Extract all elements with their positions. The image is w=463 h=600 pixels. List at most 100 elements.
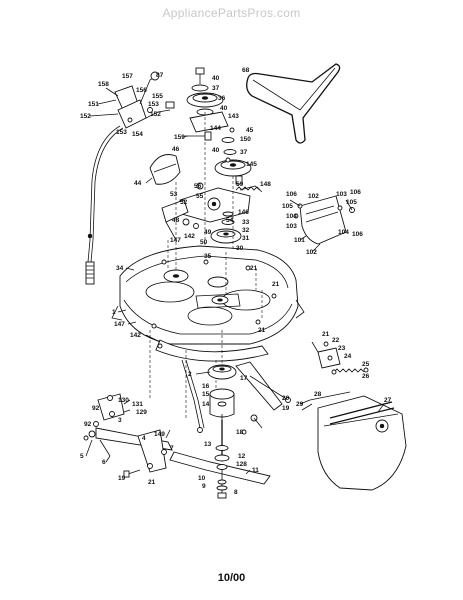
- callout-131: 131: [132, 401, 143, 408]
- callout-19-b: 19: [118, 475, 126, 482]
- callout-40-a: 40: [212, 75, 220, 82]
- lift-link-bracket[interactable]: [83, 393, 131, 441]
- callout-103-a: 103: [286, 223, 297, 230]
- callout-30: 30: [236, 245, 244, 252]
- callout-103-b: 103: [336, 191, 347, 198]
- callout-6: 6: [102, 459, 106, 466]
- callout-7: 7: [170, 445, 174, 452]
- callout-130: 130: [118, 397, 129, 404]
- idler-pulley-145[interactable]: [214, 137, 252, 177]
- mower-deck-housing[interactable]: [111, 245, 305, 345]
- callout-143: 143: [228, 113, 239, 120]
- callout-3: 3: [118, 417, 122, 424]
- callout-159: 159: [174, 134, 185, 141]
- callout-25: 25: [362, 361, 370, 368]
- callout-150: 150: [240, 136, 251, 143]
- callout-52: 52: [180, 199, 188, 206]
- lift-lever-assembly[interactable]: [114, 71, 175, 129]
- control-cable[interactable]: [85, 125, 124, 285]
- callout-56: 56: [194, 183, 202, 190]
- callout-157: 157: [122, 73, 133, 80]
- callout-19-a: 19: [282, 405, 290, 412]
- link-bolt[interactable]: [123, 469, 141, 478]
- callout-87: 87: [156, 72, 164, 79]
- mower-belt[interactable]: [246, 63, 341, 144]
- callout-147-a: 147: [170, 237, 181, 244]
- callout-106-b: 106: [350, 189, 361, 196]
- callout-54: 54: [226, 217, 234, 224]
- callout-59: 59: [236, 181, 244, 188]
- spindle-shaft[interactable]: [214, 420, 230, 462]
- callout-92-a: 92: [92, 405, 100, 412]
- idler-arm[interactable]: [161, 199, 199, 241]
- callout-40-c: 40: [212, 147, 220, 154]
- callout-152-b: 152: [150, 111, 161, 118]
- callout-146: 146: [238, 209, 249, 216]
- leader-lines: [85, 87, 385, 475]
- deck-baffle[interactable]: [155, 339, 269, 362]
- callout-154: 154: [132, 131, 143, 138]
- callout-53: 53: [170, 191, 178, 198]
- callout-148: 148: [260, 181, 271, 188]
- callout-145: 145: [246, 161, 257, 168]
- callout-151: 151: [88, 101, 99, 108]
- callout-12: 12: [238, 453, 246, 460]
- callout-29: 29: [296, 401, 304, 408]
- callout-55: 55: [196, 193, 204, 200]
- callout-10: 10: [198, 475, 206, 482]
- callout-101: 101: [294, 237, 305, 244]
- discharge-chute[interactable]: [317, 395, 407, 491]
- callout-142-b: 142: [130, 332, 141, 339]
- chute-spring[interactable]: [331, 367, 369, 375]
- idler-bracket[interactable]: [179, 175, 263, 223]
- callout-128: 128: [236, 461, 247, 468]
- callout-50: 50: [200, 239, 208, 246]
- watermark-text: AppliancePartsPros.com: [162, 6, 301, 20]
- callout-152-a: 152: [80, 113, 91, 120]
- callout-36: 36: [218, 95, 226, 102]
- callout-46: 46: [172, 146, 180, 153]
- callout-14: 14: [202, 401, 210, 408]
- callout-35: 35: [204, 253, 212, 260]
- callout-153: 153: [148, 101, 159, 108]
- callout-106-c: 106: [352, 231, 363, 238]
- revision-date: 10/00: [217, 572, 246, 584]
- callout-21-a: 21: [250, 265, 258, 272]
- idler-pulley-stack-upper[interactable]: [186, 67, 229, 133]
- mower-blade[interactable]: [169, 451, 271, 485]
- callout-155: 155: [152, 93, 163, 100]
- callout-105-a: 105: [282, 203, 293, 210]
- blade-bolt[interactable]: [216, 470, 228, 499]
- callout-27: 27: [384, 397, 392, 404]
- callout-21-d: 21: [322, 331, 330, 338]
- callout-40-b: 40: [220, 105, 228, 112]
- chute-hinge-bracket[interactable]: [311, 341, 341, 369]
- callout-104-b: 104: [338, 229, 349, 236]
- callout-16: 16: [202, 383, 210, 390]
- spindle-pulley[interactable]: [207, 364, 237, 380]
- callout-37-a: 37: [212, 85, 220, 92]
- callout-106-a: 106: [286, 191, 297, 198]
- rear-link[interactable]: [137, 429, 171, 473]
- callout-26: 26: [362, 373, 370, 380]
- gauge-wheel-arm[interactable]: [235, 361, 291, 429]
- callout-68: 68: [242, 67, 250, 74]
- belt-guard-right[interactable]: [289, 195, 355, 245]
- callout-5: 5: [80, 453, 84, 460]
- callout-20: 20: [282, 395, 290, 402]
- idler-arm-bolt[interactable]: [185, 131, 212, 141]
- idler-spring[interactable]: [235, 186, 261, 191]
- chute-deflector-rod[interactable]: [301, 391, 351, 411]
- fasteners: [151, 127, 277, 435]
- belt-guard[interactable]: [149, 154, 181, 185]
- callout-1: 1: [112, 309, 116, 316]
- callout-23: 23: [338, 345, 346, 352]
- callout-15: 15: [202, 391, 210, 398]
- callout-24: 24: [344, 353, 352, 360]
- front-link[interactable]: [181, 359, 205, 433]
- callout-33: 33: [242, 219, 250, 226]
- callout-34: 34: [116, 265, 124, 272]
- callout-4: 4: [142, 435, 146, 442]
- callout-18: 18: [236, 429, 244, 436]
